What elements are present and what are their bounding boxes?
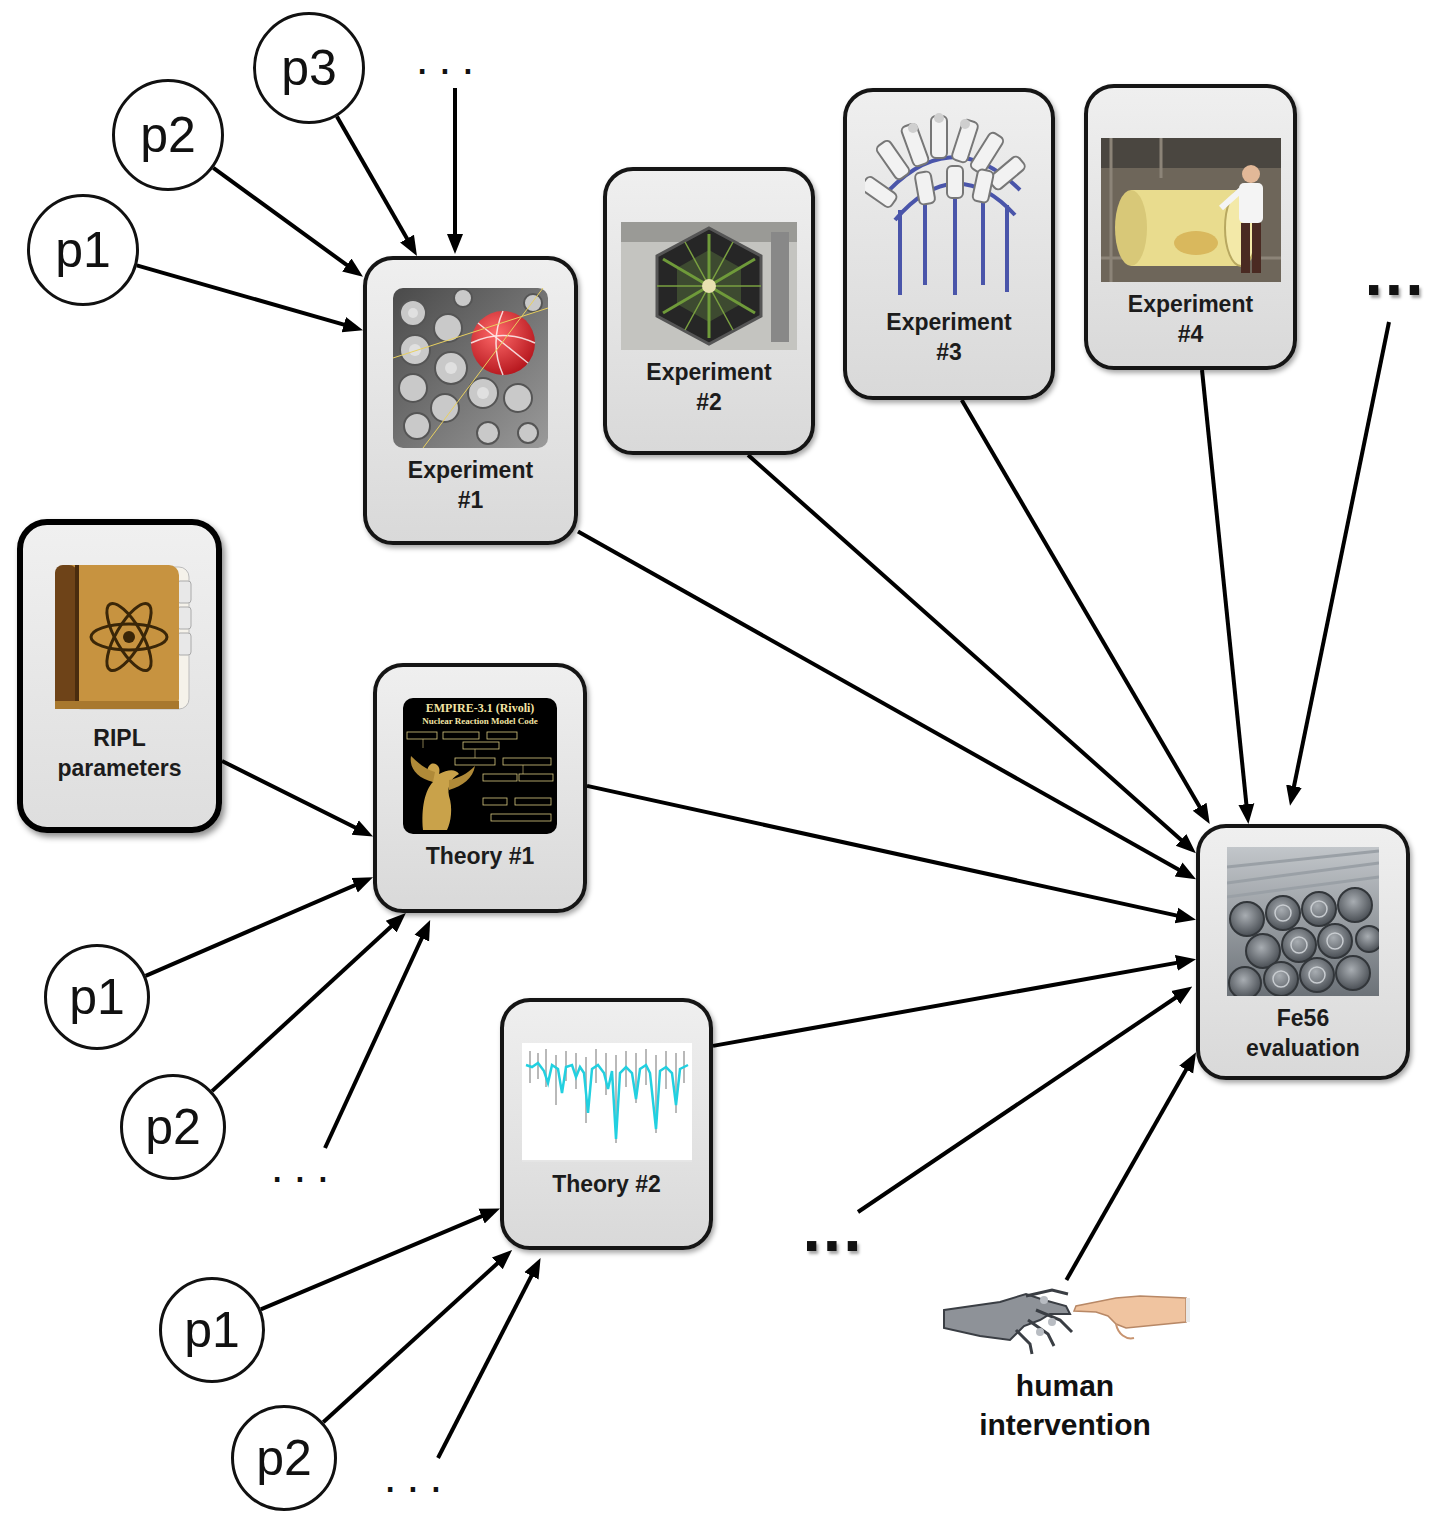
detector-photo xyxy=(621,222,797,350)
screenshot-subtitle: Nuclear Reaction Model Code xyxy=(422,717,538,726)
ellipsis-mark: ... xyxy=(802,1195,863,1261)
node-label: Experiment #4 xyxy=(1121,290,1261,350)
image-slot xyxy=(940,1280,1190,1360)
theory-box: Theory #1 xyxy=(373,663,587,913)
evaluation-box: Fe56 evaluation xyxy=(1196,824,1410,1080)
image-slot xyxy=(621,222,797,350)
steel-rods-photo xyxy=(1227,847,1379,996)
parameter-circle: p2 xyxy=(231,1405,337,1511)
detector-drawing xyxy=(865,110,1033,300)
arrow-connector xyxy=(137,265,354,327)
node-label: Experiment #1 xyxy=(401,456,541,516)
image-slot xyxy=(865,110,1033,300)
parameter-circle: p1 xyxy=(159,1277,265,1383)
node-label: Fe56 evaluation xyxy=(1228,1004,1378,1064)
leader-arrow xyxy=(453,88,457,244)
parameter-circle: p2 xyxy=(112,79,224,191)
ellipsis-mark: ... xyxy=(416,35,484,81)
image-slot xyxy=(1101,138,1281,282)
leader-arrow xyxy=(438,1267,536,1458)
node-label: p3 xyxy=(281,43,337,93)
node-label: human intervention xyxy=(965,1366,1165,1444)
experiment-box: Experiment #3 xyxy=(843,88,1055,400)
node-label: p2 xyxy=(256,1433,312,1483)
detector-photo xyxy=(1101,138,1281,282)
arrow-connector xyxy=(261,1212,491,1309)
node-label: Experiment #2 xyxy=(639,358,779,418)
arrow-connector xyxy=(1202,370,1247,814)
node-label: Theory #1 xyxy=(426,842,535,872)
arrow-connector xyxy=(713,961,1186,1046)
book-icon xyxy=(45,561,195,716)
node-label: p2 xyxy=(145,1102,201,1152)
arrow-connector xyxy=(748,455,1188,847)
experiment-box: Experiment #1 xyxy=(363,256,578,545)
arrow-connector xyxy=(962,400,1205,815)
node-label: Experiment #3 xyxy=(879,308,1019,368)
image-slot xyxy=(1227,847,1379,996)
plot-thumbnail xyxy=(522,1043,692,1162)
detector-photo xyxy=(393,288,548,448)
ellipsis-mark: ... xyxy=(1364,239,1425,305)
image-slot xyxy=(393,288,548,448)
node-label: RIPL parameters xyxy=(40,724,200,784)
human-node: human intervention xyxy=(940,1280,1190,1460)
node-label: Theory #2 xyxy=(552,1170,661,1200)
ellipsis-mark: ... xyxy=(384,1453,452,1499)
leader-arrow xyxy=(325,929,426,1148)
arrow-connector xyxy=(578,531,1187,874)
experiment-box: Experiment #2 xyxy=(603,167,815,455)
arrow-connector xyxy=(337,117,412,248)
screenshot-title: EMPIRE-3.1 (Rivoli) xyxy=(426,702,535,714)
library-box: RIPL parameters xyxy=(17,519,222,833)
experiment-box: Experiment #4 xyxy=(1084,84,1297,370)
leader-arrow xyxy=(1292,322,1389,796)
arrow-connector xyxy=(1066,1061,1191,1280)
node-label: p1 xyxy=(69,972,125,1022)
parameter-circle: p3 xyxy=(253,12,365,124)
node-label: p1 xyxy=(184,1305,240,1355)
arrow-connector xyxy=(222,761,364,832)
node-label: p2 xyxy=(140,110,196,160)
parameter-circle: p2 xyxy=(120,1074,226,1180)
ellipsis-mark: ... xyxy=(271,1143,339,1189)
theory-box: Theory #2 xyxy=(500,998,713,1250)
arrow-connector xyxy=(587,786,1186,918)
parameter-circle: p1 xyxy=(44,944,150,1050)
node-label: p1 xyxy=(55,225,111,275)
arrow-connector xyxy=(146,881,364,976)
arrow-connector xyxy=(212,920,399,1091)
arrow-connector xyxy=(213,168,355,271)
image-slot xyxy=(522,1043,692,1162)
leader-arrow xyxy=(858,992,1184,1212)
image-slot xyxy=(45,561,195,716)
hands-illustration xyxy=(940,1280,1190,1360)
arrow-connector xyxy=(323,1257,505,1423)
parameter-circle: p1 xyxy=(27,194,139,306)
